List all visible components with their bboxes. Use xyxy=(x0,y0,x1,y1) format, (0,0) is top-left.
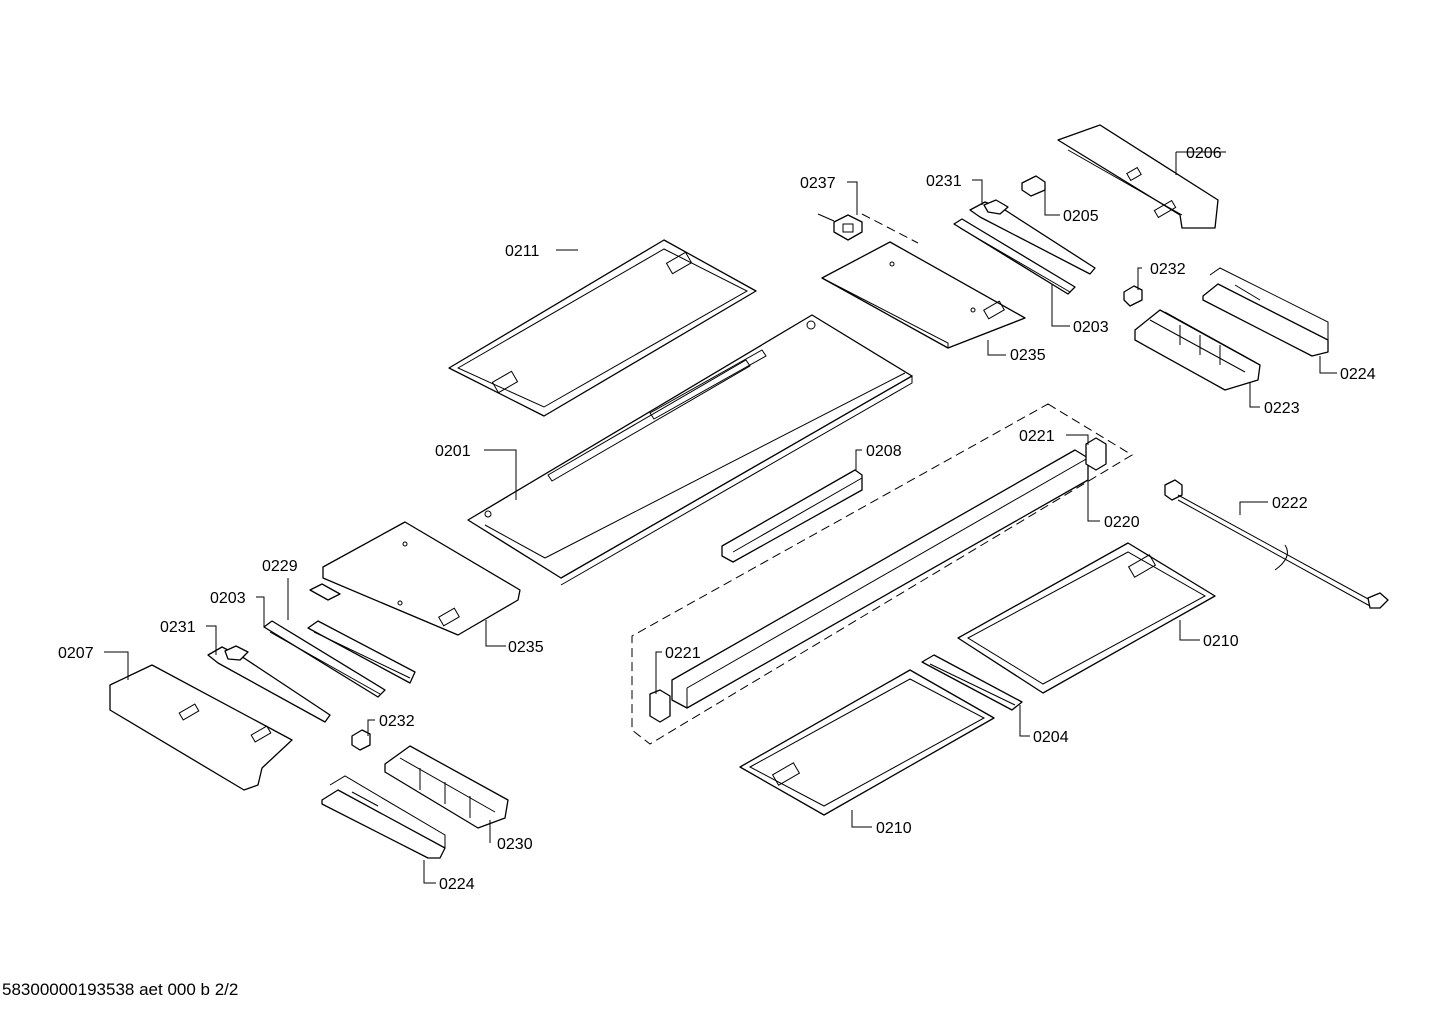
exploded-parts-diagram: 0206 0237 0231 0205 0211 0232 0203 0235 … xyxy=(58,124,1389,893)
label-0224-bottom: 0224 xyxy=(439,876,475,893)
part-0204-rail xyxy=(921,654,1023,711)
leader-lines xyxy=(104,151,1337,884)
part-labels: 0206 0237 0231 0205 0211 0232 0203 0235 … xyxy=(58,145,1376,893)
label-0229: 0229 xyxy=(262,558,298,575)
part-0211-filter-panel xyxy=(448,239,757,417)
part-0231-top-bracket xyxy=(969,199,1096,275)
label-0203-left: 0203 xyxy=(210,590,246,607)
label-0223: 0223 xyxy=(1264,400,1300,417)
label-0222: 0222 xyxy=(1272,495,1308,512)
part-0205-clip xyxy=(1021,175,1046,197)
label-0230: 0230 xyxy=(497,836,533,853)
label-0220: 0220 xyxy=(1104,514,1140,531)
part-0229-rail xyxy=(307,620,416,684)
part-0222-cable xyxy=(1164,479,1389,609)
part-0231-left-bracket xyxy=(207,645,331,723)
part-0201-main-panel xyxy=(467,314,913,586)
label-0221-left: 0221 xyxy=(665,645,701,662)
label-0203-top: 0203 xyxy=(1073,319,1109,336)
label-0201: 0201 xyxy=(435,443,471,460)
label-0210-right: 0210 xyxy=(1203,633,1239,650)
part-0208-bar xyxy=(721,469,863,563)
part-0235-left-plate xyxy=(309,521,521,636)
label-0232-left: 0232 xyxy=(379,713,415,730)
part-0210-bottom-filter xyxy=(739,669,995,816)
label-0237: 0237 xyxy=(800,175,836,192)
label-0235-left: 0235 xyxy=(508,639,544,656)
part-0224-bottom-channel xyxy=(321,775,446,859)
label-0207: 0207 xyxy=(58,645,94,662)
part-0207-cover xyxy=(109,664,293,791)
document-id: 58300000193538 aet 000 b 2/2 xyxy=(2,980,239,999)
part-0224-top-channel xyxy=(1202,267,1329,357)
group-0220-outline xyxy=(631,403,1133,745)
label-0204: 0204 xyxy=(1033,729,1069,746)
part-0237-motor xyxy=(817,213,919,244)
part-0203-top-rail xyxy=(953,218,1076,295)
part-0232-left-clip xyxy=(351,729,371,751)
label-0205: 0205 xyxy=(1063,208,1099,225)
part-0235-top-plate xyxy=(821,241,1026,349)
label-0235-top: 0235 xyxy=(1010,347,1046,364)
part-0206-cover xyxy=(1057,124,1219,229)
label-0206: 0206 xyxy=(1186,145,1222,162)
label-0232-top: 0232 xyxy=(1150,261,1186,278)
part-0223-fan-housing xyxy=(1134,309,1261,391)
part-0230-fan-housing xyxy=(384,745,509,829)
part-0221-end-caps xyxy=(649,437,1107,723)
label-0211: 0211 xyxy=(505,243,540,260)
label-0231-top: 0231 xyxy=(926,173,962,190)
part-0210-right-filter xyxy=(957,542,1216,694)
label-0231-left: 0231 xyxy=(160,619,196,636)
part-0203-left-rail xyxy=(263,620,386,698)
label-0208: 0208 xyxy=(866,443,902,460)
label-0221-top: 0221 xyxy=(1019,428,1055,445)
part-0232-top-clip xyxy=(1123,285,1143,307)
label-0224-top: 0224 xyxy=(1340,366,1376,383)
label-0210-bottom: 0210 xyxy=(876,820,912,837)
